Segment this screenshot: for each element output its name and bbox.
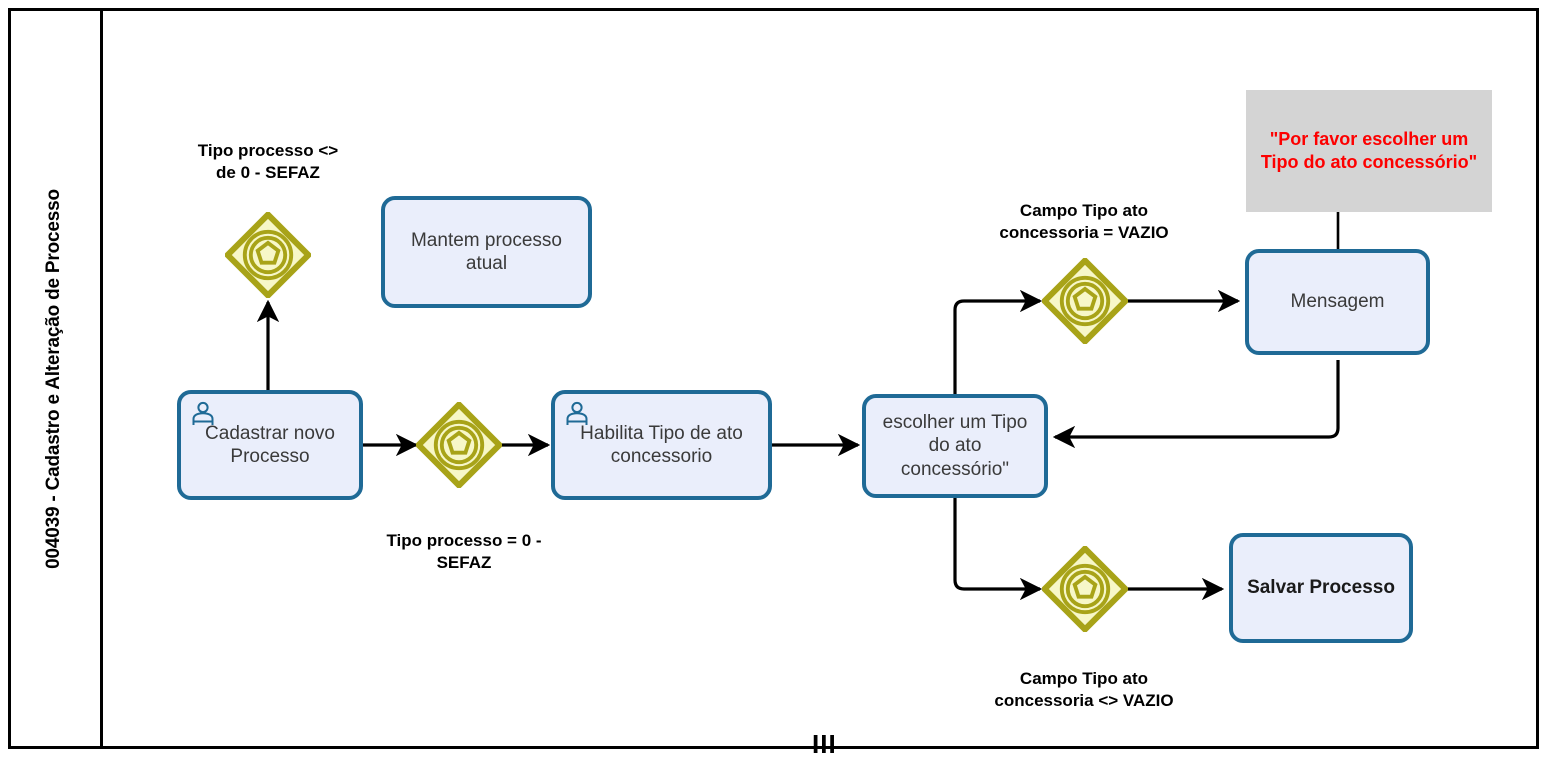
gateway-campo-preenchido[interactable]	[1040, 544, 1130, 634]
edge-label-tipo-sefaz: Tipo processo = 0 - SEFAZ	[339, 508, 589, 574]
edge-label-text: Campo Tipo ato concessoria <> VAZIO	[994, 669, 1174, 711]
user-icon	[189, 400, 217, 428]
lane-header: 004039 - Cadastro e Alteração de Process…	[8, 8, 103, 749]
edge-label-campo-vazio: Campo Tipo ato concessoria = VAZIO	[958, 178, 1210, 244]
user-icon	[563, 400, 591, 428]
annotation-mensagem-texto: "Por favor escolher um Tipo do ato conce…	[1246, 90, 1492, 212]
gateway-tipo-nao-sefaz[interactable]	[223, 210, 313, 300]
task-label: Cadastrar novo Processo	[205, 422, 335, 467]
edge-label-text: Campo Tipo ato concessoria = VAZIO	[999, 201, 1169, 243]
subprocess-marker-text: III	[812, 729, 837, 759]
edge-label-campo-preenchido: Campo Tipo ato concessoria <> VAZIO	[948, 646, 1220, 712]
task-label: escolher um Tipo do ato concessório"	[882, 412, 1028, 480]
lane-title: 004039 - Cadastro e Alteração de Process…	[43, 188, 65, 569]
gateway-tipo-processo[interactable]	[414, 400, 504, 490]
gateway-campo-vazio[interactable]	[1040, 256, 1130, 346]
edge-label-text: Tipo processo <> de 0 - SEFAZ	[197, 141, 339, 183]
subprocess-marker: III	[812, 731, 837, 757]
edge-label-text: Tipo processo = 0 - SEFAZ	[386, 531, 542, 573]
task-cadastrar-novo-processo[interactable]: Cadastrar novo Processo	[177, 390, 363, 500]
task-mantem-processo-atual[interactable]: Mantem processo atual	[381, 196, 592, 308]
task-mensagem[interactable]: Mensagem	[1245, 249, 1430, 355]
task-label: Salvar Processo	[1247, 577, 1395, 599]
task-habilita-tipo-ato-concessorio[interactable]: Habilita Tipo de ato concessorio	[551, 390, 772, 500]
task-salvar-processo[interactable]: Salvar Processo	[1229, 533, 1413, 643]
task-label: Mensagem	[1290, 291, 1385, 313]
edge-label-tipo-nao-sefaz: Tipo processo <> de 0 - SEFAZ	[148, 118, 388, 184]
task-label: Mantem processo atual	[410, 229, 562, 274]
annotation-text: "Por favor escolher um Tipo do ato conce…	[1260, 128, 1478, 172]
task-label: Habilita Tipo de ato concessorio	[580, 422, 743, 467]
task-escolher-tipo-ato-concessorio[interactable]: escolher um Tipo do ato concessório"	[862, 394, 1048, 498]
